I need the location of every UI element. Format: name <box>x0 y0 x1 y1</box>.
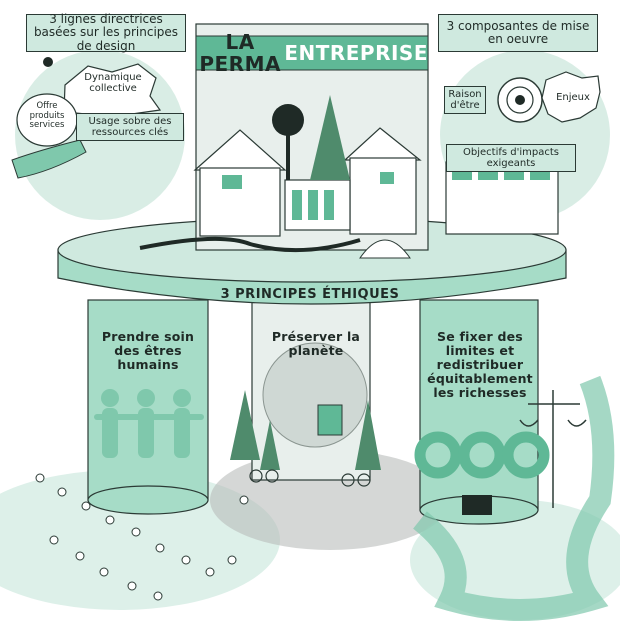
label-raison: Raison d'être <box>444 86 486 115</box>
label-objectifs: Objectifs d'impacts exigeants <box>446 144 576 173</box>
pillar-left-base <box>87 485 209 515</box>
target-ring-icon <box>506 86 534 114</box>
pillar-right-label: Se fixer des limites et redistribuer équ… <box>427 329 533 400</box>
top-right-box-text: 3 composantes de mise en oeuvre <box>446 18 590 46</box>
people-chain <box>94 389 204 458</box>
title-part-2: ENTREPRISE <box>284 40 428 65</box>
top-trees <box>272 95 350 180</box>
title-part-1: LA PERMA <box>199 29 281 76</box>
igloo <box>359 239 411 259</box>
pillar-door <box>462 495 492 515</box>
crowd <box>35 473 249 601</box>
path-river <box>139 236 361 253</box>
pillar-left-label: Prendre soin des êtres humains <box>101 329 195 372</box>
hand-icon <box>11 139 87 179</box>
top-left-box-text: 3 lignes directrices basées sur les prin… <box>33 11 179 53</box>
title-banner <box>195 35 429 71</box>
cycle-arrows <box>414 431 550 479</box>
label-dynamique: Dynamique collective <box>84 72 142 95</box>
house-windows <box>222 172 394 220</box>
solar-panel <box>317 404 343 436</box>
balance-scale <box>519 390 587 508</box>
pillar-center-label: Préserver la planète <box>271 329 361 358</box>
cyclists <box>249 469 371 487</box>
burst-enjeux <box>541 71 601 123</box>
label-usage: Usage sobre des ressources clés <box>76 113 184 142</box>
top-left-box: 3 lignes directrices basées sur les prin… <box>26 11 186 53</box>
target-center-icon <box>515 95 525 105</box>
label-enjeux: Enjeux <box>556 92 590 103</box>
ethics-band-label: 3 PRINCIPES ÉTHIQUES <box>220 287 400 302</box>
money-river <box>412 375 615 621</box>
planet <box>262 342 368 448</box>
person-icon <box>43 57 53 67</box>
trees-center <box>230 390 381 470</box>
label-offre: Offre produits services <box>29 101 65 131</box>
top-right-box: 3 composantes de mise en oeuvre <box>438 14 598 52</box>
